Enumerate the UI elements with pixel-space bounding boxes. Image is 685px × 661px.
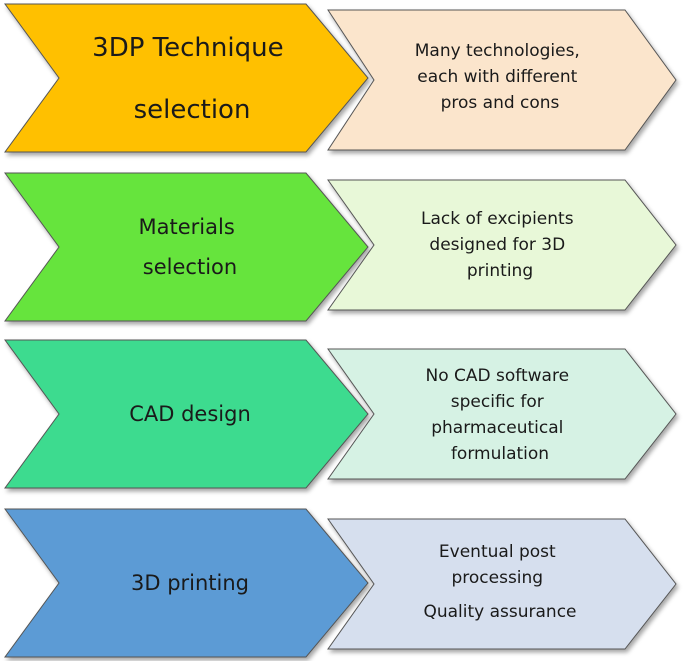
description-chevron-1 [327,9,677,151]
process-row-3: CAD design No CAD software specific for … [4,339,677,489]
description-3-line-3: pharmaceutical [431,418,563,438]
description-text-4: Eventual post processing Quality assuran… [423,542,576,622]
description-chevron-3 [327,348,677,480]
description-chevron-4 [327,518,677,650]
stage-label-3-line-1: CAD design [129,402,251,426]
stage-label-1: 3DP Technique selection [92,33,292,125]
stage-label-2: Materials selection [139,215,242,279]
stage-arrow-4 [4,508,369,658]
stage-label-2-line-2: selection [143,255,237,279]
description-2-line-3: printing [467,261,533,281]
description-3-line-1: No CAD software [426,366,570,386]
description-1-line-2: each with different [417,67,577,87]
description-1-line-3: pros and cons [441,93,560,113]
stage-arrow-3 [4,339,369,489]
process-row-2: Materials selection Lack of excipients d… [4,172,677,322]
process-row-1: 3DP Technique selection Many technologie… [4,3,677,153]
stage-label-4: 3D printing [131,571,249,595]
description-text-2: Lack of excipients designed for 3D print… [421,209,579,281]
description-2-line-2: designed for 3D [429,235,565,255]
stage-label-1-line-2: selection [134,95,251,125]
description-4-line-2: processing [451,568,543,588]
stage-label-4-line-1: 3D printing [131,571,249,595]
description-1-line-1: Many technologies, [415,41,580,61]
stage-label-1-line-1: 3DP Technique [92,33,283,63]
stage-arrow-2 [4,172,369,322]
stage-label-3: CAD design [129,402,251,426]
description-text-3: No CAD software specific for pharmaceuti… [426,366,575,464]
stage-arrow-1 [4,3,369,153]
description-text-1: Many technologies, each with different p… [415,41,586,113]
description-4-line-1: Eventual post [439,542,556,562]
description-3-line-2: specific for [451,392,544,412]
description-chevron-2 [327,179,677,311]
stage-label-2-line-1: Materials [139,215,235,239]
process-row-4: 3D printing Eventual post processing Qua… [4,508,677,658]
description-3-line-4: formulation [451,444,549,464]
description-2-line-1: Lack of excipients [421,209,574,229]
description-4-line-3: Quality assurance [423,602,576,622]
